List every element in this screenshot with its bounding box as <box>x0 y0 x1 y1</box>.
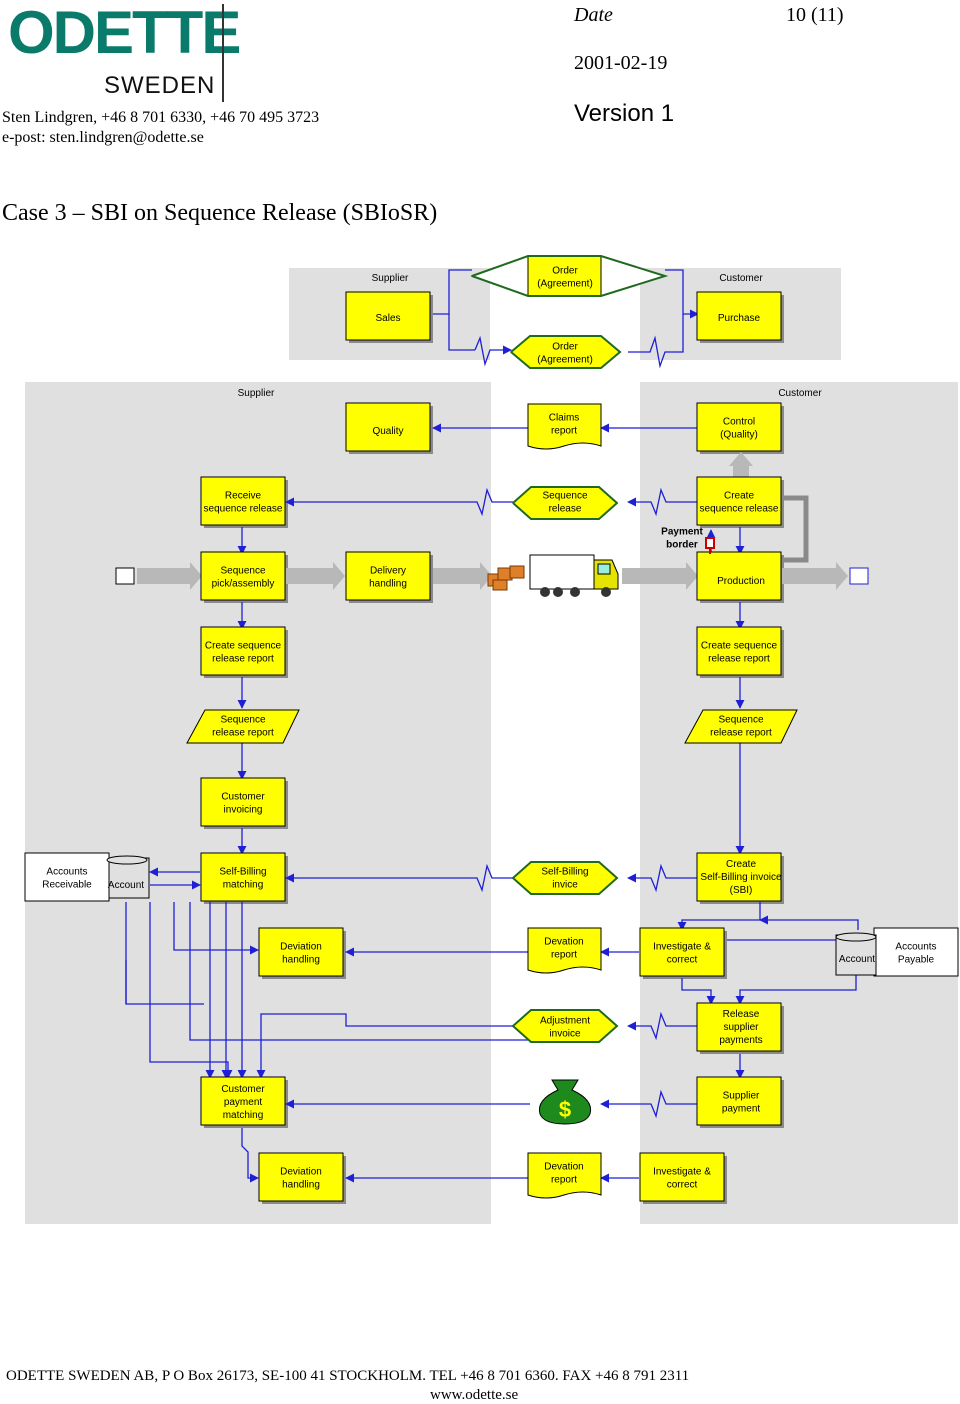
create-sbi-box <box>696 852 782 902</box>
investigate-1-box <box>639 927 725 977</box>
top-lane-customer-label: Customer <box>719 273 763 284</box>
odette-logo: ODETTE <box>8 0 241 66</box>
claims-report-doc <box>527 403 602 450</box>
footer-address: ODETTE SWEDEN AB, P O Box 26173, SE-100 … <box>6 1368 690 1384</box>
supplier-payment-box <box>696 1076 782 1126</box>
customer-payment-matching-box <box>200 1076 286 1126</box>
deviation-handling-2-box <box>258 1152 344 1202</box>
report-customer-doc <box>684 709 798 744</box>
production-box <box>696 551 782 601</box>
investigate-1-label: Investigate &correct <box>653 942 711 966</box>
control-quality-label: Control(Quality) <box>720 417 758 441</box>
investigate-2-label: Investigate &correct <box>653 1167 711 1191</box>
delivery-handling-box <box>345 551 431 601</box>
release-payments-box <box>696 1002 782 1052</box>
contact-phone: Sten Lindgren, +46 8 701 6330, +46 70 49… <box>2 109 320 126</box>
customer-lane-label: Customer <box>778 388 822 399</box>
customer-lane <box>640 382 958 1224</box>
pallets-icon <box>487 565 525 591</box>
quality-label: Quality <box>372 426 403 437</box>
customer-invoicing-box <box>200 777 286 827</box>
date-label: Date <box>574 4 613 26</box>
deviation-handling-1-box <box>258 927 344 977</box>
quality-box <box>345 402 431 452</box>
material-flow-arrows <box>137 452 848 590</box>
material-start-box <box>115 567 135 585</box>
devation-report-1-doc <box>527 927 602 974</box>
dollar-sign: $ <box>559 1097 571 1122</box>
order-bottom-label: Order(Agreement) <box>537 342 593 366</box>
sales-box <box>345 291 431 341</box>
page-title: Case 3 – SBI on Sequence Release (SBIoSR… <box>2 200 438 226</box>
investigate-2-box <box>639 1152 725 1202</box>
footer-website[interactable]: www.odette.se <box>430 1387 519 1403</box>
devation-report-2-doc <box>527 1152 602 1199</box>
logo-subtitle: SWEDEN <box>104 72 216 99</box>
flow-connectors <box>125 269 859 1183</box>
report-supplier-doc <box>186 709 300 744</box>
document-date: 2001-02-19 <box>574 52 668 74</box>
sales-label: Sales <box>375 313 400 324</box>
purchase-label: Purchase <box>718 313 761 324</box>
create-sequence-release-box <box>696 476 782 526</box>
receive-sequence-release-box <box>200 476 286 526</box>
self-billing-matching-box <box>200 852 286 902</box>
create-report-customer-box <box>696 626 782 676</box>
create-report-supplier-box <box>200 626 286 676</box>
account-right-label: Account <box>839 954 875 965</box>
money-bag-icon: $ <box>538 1079 592 1125</box>
accounts-payable-box <box>873 927 959 977</box>
account-left-label: Account <box>108 880 144 891</box>
document-version: Version 1 <box>574 100 675 127</box>
material-end-box <box>849 567 869 585</box>
page-number: 10 (11) <box>786 4 844 26</box>
payment-border-marker <box>705 537 715 549</box>
contact-email[interactable]: e-post: sten.lindgren@odette.se <box>2 129 204 146</box>
control-quality-box <box>696 402 782 452</box>
order-top-label: Order(Agreement) <box>537 266 593 290</box>
supplier-lane-label: Supplier <box>238 388 275 399</box>
production-label: Production <box>717 576 765 587</box>
sequence-pick-assembly-box <box>200 551 286 601</box>
logo-divider <box>222 4 224 102</box>
truck-icon <box>529 554 619 597</box>
purchase-box <box>696 291 782 341</box>
top-lane-supplier-label: Supplier <box>372 273 409 284</box>
